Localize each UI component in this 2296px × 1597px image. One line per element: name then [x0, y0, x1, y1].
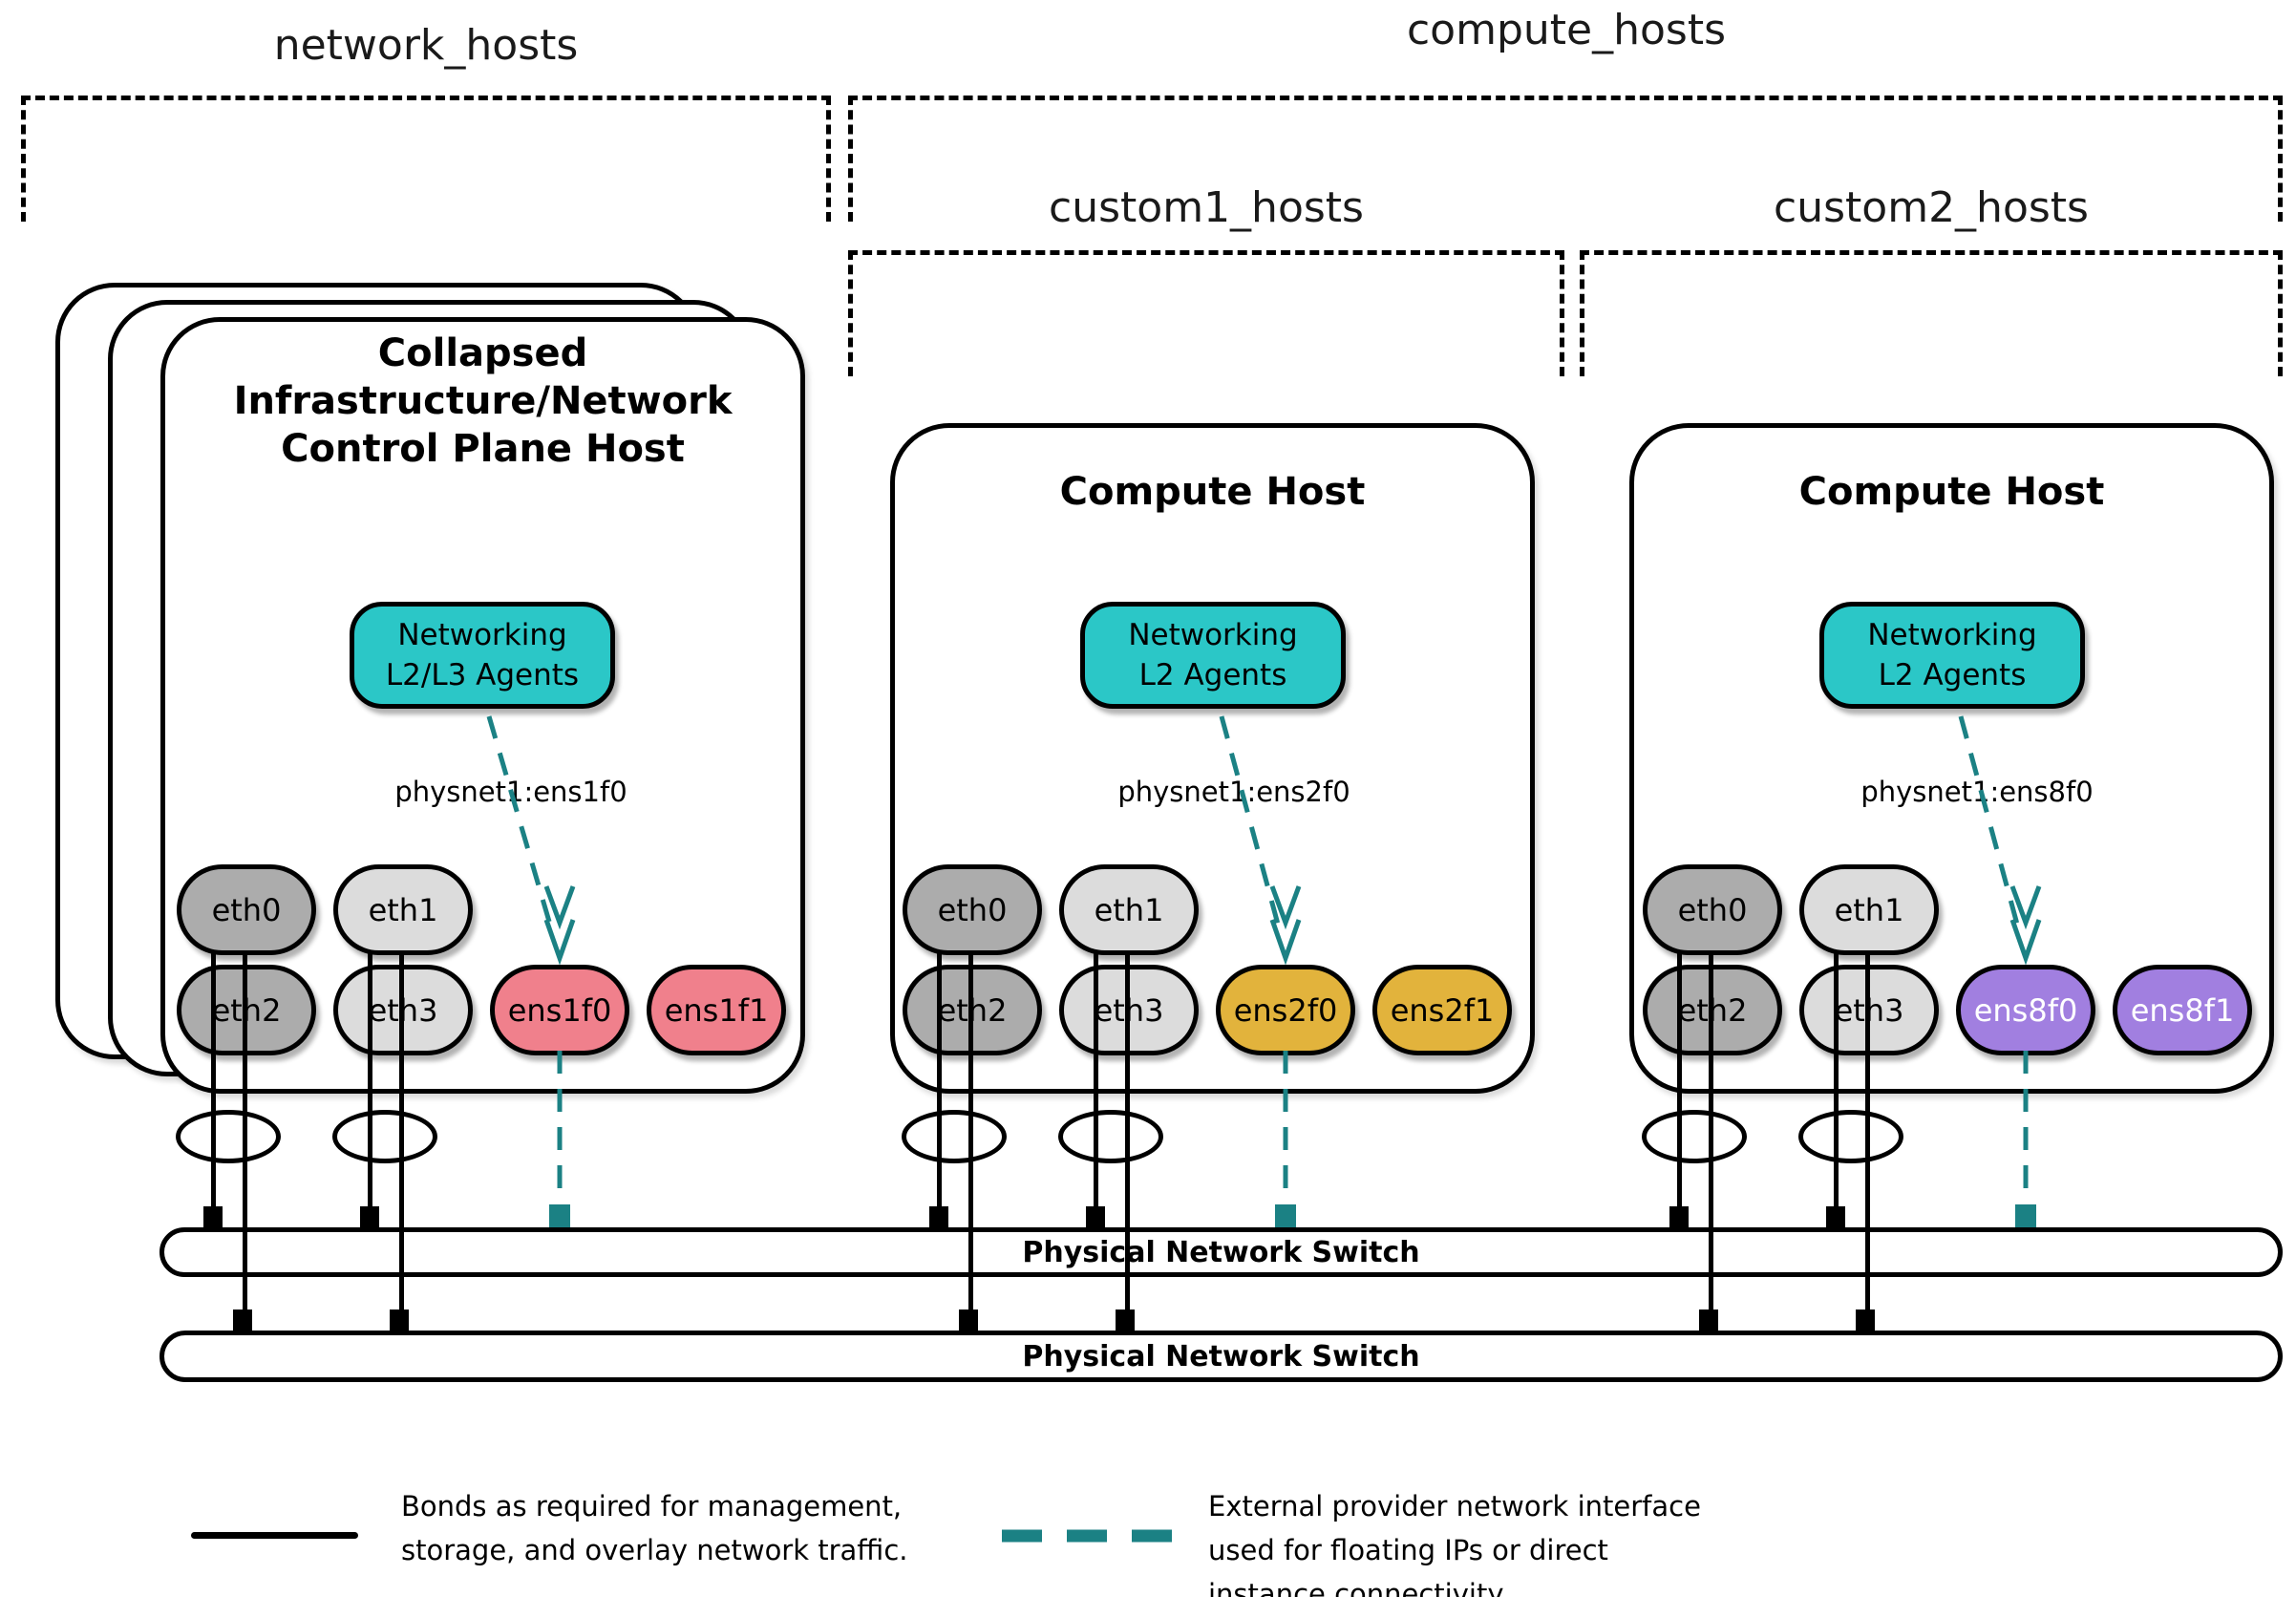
infra-nic-eth0: eth0 [177, 864, 316, 955]
legend-provider-text: External provider network interface used… [1208, 1484, 1701, 1597]
compute2-host-title: Compute Host [1648, 468, 2255, 516]
compute1-nic-ens2f1-label: ens2f1 [1390, 991, 1495, 1029]
physical-network-switch-2: Physical Network Switch [159, 1331, 2283, 1382]
bond-ellipse [176, 1110, 281, 1163]
network-hosts-bracket [21, 96, 831, 100]
switch1-port-connector [1669, 1206, 1689, 1227]
infra-nic-eth0-label: eth0 [211, 891, 282, 928]
compute2-nic-eth1-label: eth1 [1834, 891, 1904, 928]
compute1-nic-eth0: eth0 [903, 864, 1042, 955]
compute1-nic-ens2f1: ens2f1 [1372, 965, 1512, 1055]
group-label-compute-hosts: compute_hosts [1406, 6, 1727, 54]
compute2-networking-agents-box: Networking L2 Agents [1819, 602, 2085, 709]
switch2-port-connector [1856, 1310, 1875, 1331]
infra-networking-agents-box: Networking L2/L3 Agents [350, 602, 615, 709]
compute2-nic-eth0: eth0 [1643, 864, 1782, 955]
custom2-hosts-bracket-end-right [2278, 250, 2283, 376]
compute1-nic-eth1: eth1 [1059, 864, 1199, 955]
physical-network-switch-2-label: Physical Network Switch [1022, 1339, 1420, 1373]
switch1-port-connector [1086, 1206, 1105, 1227]
compute2-nic-ens8f0: ens8f0 [1956, 965, 2095, 1055]
bond-ellipse [332, 1110, 437, 1163]
compute2-nic-ens8f0-label: ens8f0 [1973, 991, 2078, 1029]
custom2-hosts-bracket-end-left [1580, 250, 1584, 376]
network-hosts-bracket-end-left [21, 96, 26, 222]
bond-line [211, 950, 216, 1227]
compute2-agent-line2: L2 Agents [1878, 658, 2027, 692]
compute1-physnet-label: physnet1:ens2f0 [1117, 776, 1350, 808]
compute1-host-title: Compute Host [909, 468, 1516, 516]
compute-hosts-bracket [848, 96, 2283, 100]
compute2-nic-eth0-label: eth0 [1677, 891, 1748, 928]
infra-host-title: Collapsed Infrastructure/Network Control… [180, 330, 786, 473]
switch1-port-connector [203, 1206, 223, 1227]
legend-bonds-line1: Bonds as required for management, [401, 1490, 903, 1522]
compute2-host-title-line1: Compute Host [1798, 470, 2105, 514]
bond-line [1834, 950, 1839, 1227]
infra-host-title-line1: Collapsed [377, 331, 588, 375]
switch1-port-connector [929, 1206, 948, 1227]
bond-ellipse [1058, 1110, 1163, 1163]
compute1-networking-agents-box: Networking L2 Agents [1080, 602, 1346, 709]
compute2-physnet-label: physnet1:ens8f0 [1860, 776, 2094, 808]
legend-provider-line1: External provider network interface [1208, 1490, 1701, 1522]
bond-ellipse [902, 1110, 1007, 1163]
legend-bonds-line2: storage, and overlay network traffic. [401, 1534, 908, 1566]
legend-solid-line-swatch [191, 1532, 358, 1539]
legend-provider-line3: instance connectivity [1208, 1578, 1504, 1597]
compute1-nic-ens2f0-label: ens2f0 [1233, 991, 1338, 1029]
legend-provider-line2: used for floating IPs or direct [1208, 1534, 1608, 1566]
switch1-provider-port-connector [549, 1204, 570, 1227]
compute1-nic-eth0-label: eth0 [937, 891, 1008, 928]
infra-nic-eth1-label: eth1 [368, 891, 438, 928]
legend-bonds-text: Bonds as required for management, storag… [401, 1484, 908, 1572]
bond-line [1094, 950, 1098, 1227]
compute1-nic-ens2f0: ens2f0 [1216, 965, 1355, 1055]
infra-nic-ens1f1-label: ens1f1 [664, 991, 769, 1029]
compute1-nic-eth1-label: eth1 [1094, 891, 1164, 928]
physical-network-switch-1-label: Physical Network Switch [1022, 1235, 1420, 1269]
bond-ellipse [1798, 1110, 1903, 1163]
infra-nic-ens1f0: ens1f0 [490, 965, 629, 1055]
custom1-hosts-bracket-end-left [848, 250, 853, 376]
infra-physnet-label: physnet1:ens1f0 [394, 776, 627, 808]
switch1-provider-port-connector [2015, 1204, 2036, 1227]
switch2-port-connector [233, 1310, 252, 1331]
compute1-agent-line1: Networking [1128, 618, 1298, 652]
compute1-agent-line2: L2 Agents [1138, 658, 1287, 692]
custom2-hosts-bracket [1580, 250, 2283, 255]
bond-ellipse [1642, 1110, 1747, 1163]
infra-agent-line1: Networking [397, 618, 567, 652]
switch2-port-connector [1699, 1310, 1718, 1331]
infra-host-title-line3: Control Plane Host [281, 427, 685, 471]
compute-hosts-bracket-end-left [848, 96, 853, 222]
custom1-hosts-bracket [848, 250, 1564, 255]
bond-line [368, 950, 372, 1227]
compute-hosts-bracket-end-right [2278, 96, 2283, 222]
group-label-network-hosts: network_hosts [273, 21, 579, 70]
switch1-port-connector [1826, 1206, 1845, 1227]
group-label-custom2-hosts: custom2_hosts [1774, 183, 2089, 232]
infra-agent-line2: L2/L3 Agents [385, 658, 580, 692]
physical-network-switch-1: Physical Network Switch [159, 1227, 2283, 1277]
group-label-custom1-hosts: custom1_hosts [1049, 183, 1364, 232]
infra-nic-eth1: eth1 [333, 864, 473, 955]
switch2-port-connector [1116, 1310, 1135, 1331]
compute1-host-title-line1: Compute Host [1059, 470, 1366, 514]
compute2-nic-ens8f1-label: ens8f1 [2130, 991, 2235, 1029]
switch2-port-connector [959, 1310, 978, 1331]
infra-nic-ens1f0-label: ens1f0 [507, 991, 612, 1029]
bond-line [1677, 950, 1682, 1227]
compute2-nic-ens8f1: ens8f1 [2113, 965, 2252, 1055]
compute2-agent-line1: Networking [1867, 618, 2037, 652]
switch1-port-connector [360, 1206, 379, 1227]
switch2-port-connector [390, 1310, 409, 1331]
switch1-provider-port-connector [1275, 1204, 1296, 1227]
custom1-hosts-bracket-end-right [1560, 250, 1564, 376]
compute2-nic-eth1: eth1 [1799, 864, 1939, 955]
network-hosts-bracket-end-right [826, 96, 831, 222]
infra-host-title-line2: Infrastructure/Network [233, 379, 733, 423]
infra-nic-ens1f1: ens1f1 [647, 965, 786, 1055]
bond-line [937, 950, 942, 1227]
